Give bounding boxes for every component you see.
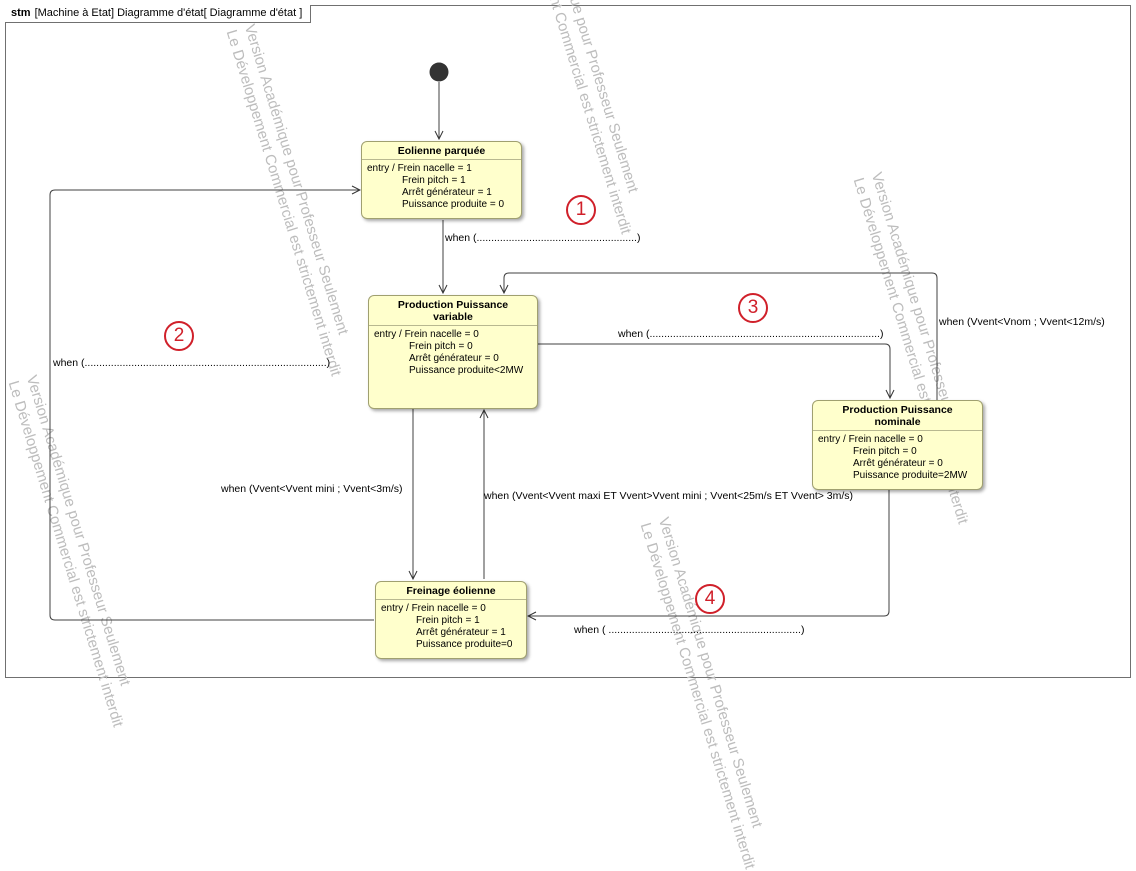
- state-freinage-eolienne[interactable]: Freinage éolienne entry / Frein nacelle …: [375, 581, 527, 659]
- initial-node: [429, 62, 449, 82]
- arrow-nominale-freinage: [528, 490, 890, 616]
- state-entry-actions: entry / Frein nacelle = 1 Frein pitch = …: [367, 163, 505, 210]
- transition-label-4: when ( .................................…: [574, 624, 805, 636]
- frame-title: [Machine à Etat] Diagramme d'état[ Diagr…: [34, 7, 303, 19]
- diagram-frame: [5, 5, 1131, 678]
- marker-4: 4: [695, 584, 725, 614]
- transition-label-1: when (..................................…: [445, 232, 641, 244]
- state-entry-actions: entry / Frein nacelle = 0 Frein pitch = …: [374, 329, 524, 376]
- frame-keyword: stm: [11, 7, 31, 19]
- transition-label-3: when (..................................…: [618, 328, 884, 340]
- arrow-variable-nominale: [538, 343, 890, 398]
- transition-arrows: [49, 62, 938, 621]
- state-name: Eolienne parquée: [362, 142, 521, 160]
- transition-label-2: when (..................................…: [53, 357, 331, 369]
- transition-label-variable-freinage: when (Vvent<Vvent mini ; Vvent<3m/s): [221, 483, 403, 495]
- state-eolienne-parquee[interactable]: Eolienne parquée entry / Frein nacelle =…: [361, 141, 522, 219]
- state-name: Freinage éolienne: [376, 582, 526, 600]
- state-entry-actions: entry / Frein nacelle = 0 Frein pitch = …: [381, 603, 513, 650]
- transition-label-nominale-variable: when (Vvent<Vnom ; Vvent<12m/s): [939, 316, 1105, 328]
- arrow-nominale-variable: [504, 272, 938, 400]
- arrow-freinage-parquee: [49, 190, 374, 621]
- transition-label-freinage-variable: when (Vvent<Vvent maxi ET Vvent>Vvent mi…: [484, 490, 854, 502]
- state-entry-actions: entry / Frein nacelle = 0 Frein pitch = …: [818, 434, 968, 481]
- frame-title-tab: stm[Machine à Etat] Diagramme d'état[ Di…: [5, 5, 312, 23]
- marker-3: 3: [738, 293, 768, 323]
- marker-1: 1: [566, 195, 596, 225]
- marker-2: 2: [164, 321, 194, 351]
